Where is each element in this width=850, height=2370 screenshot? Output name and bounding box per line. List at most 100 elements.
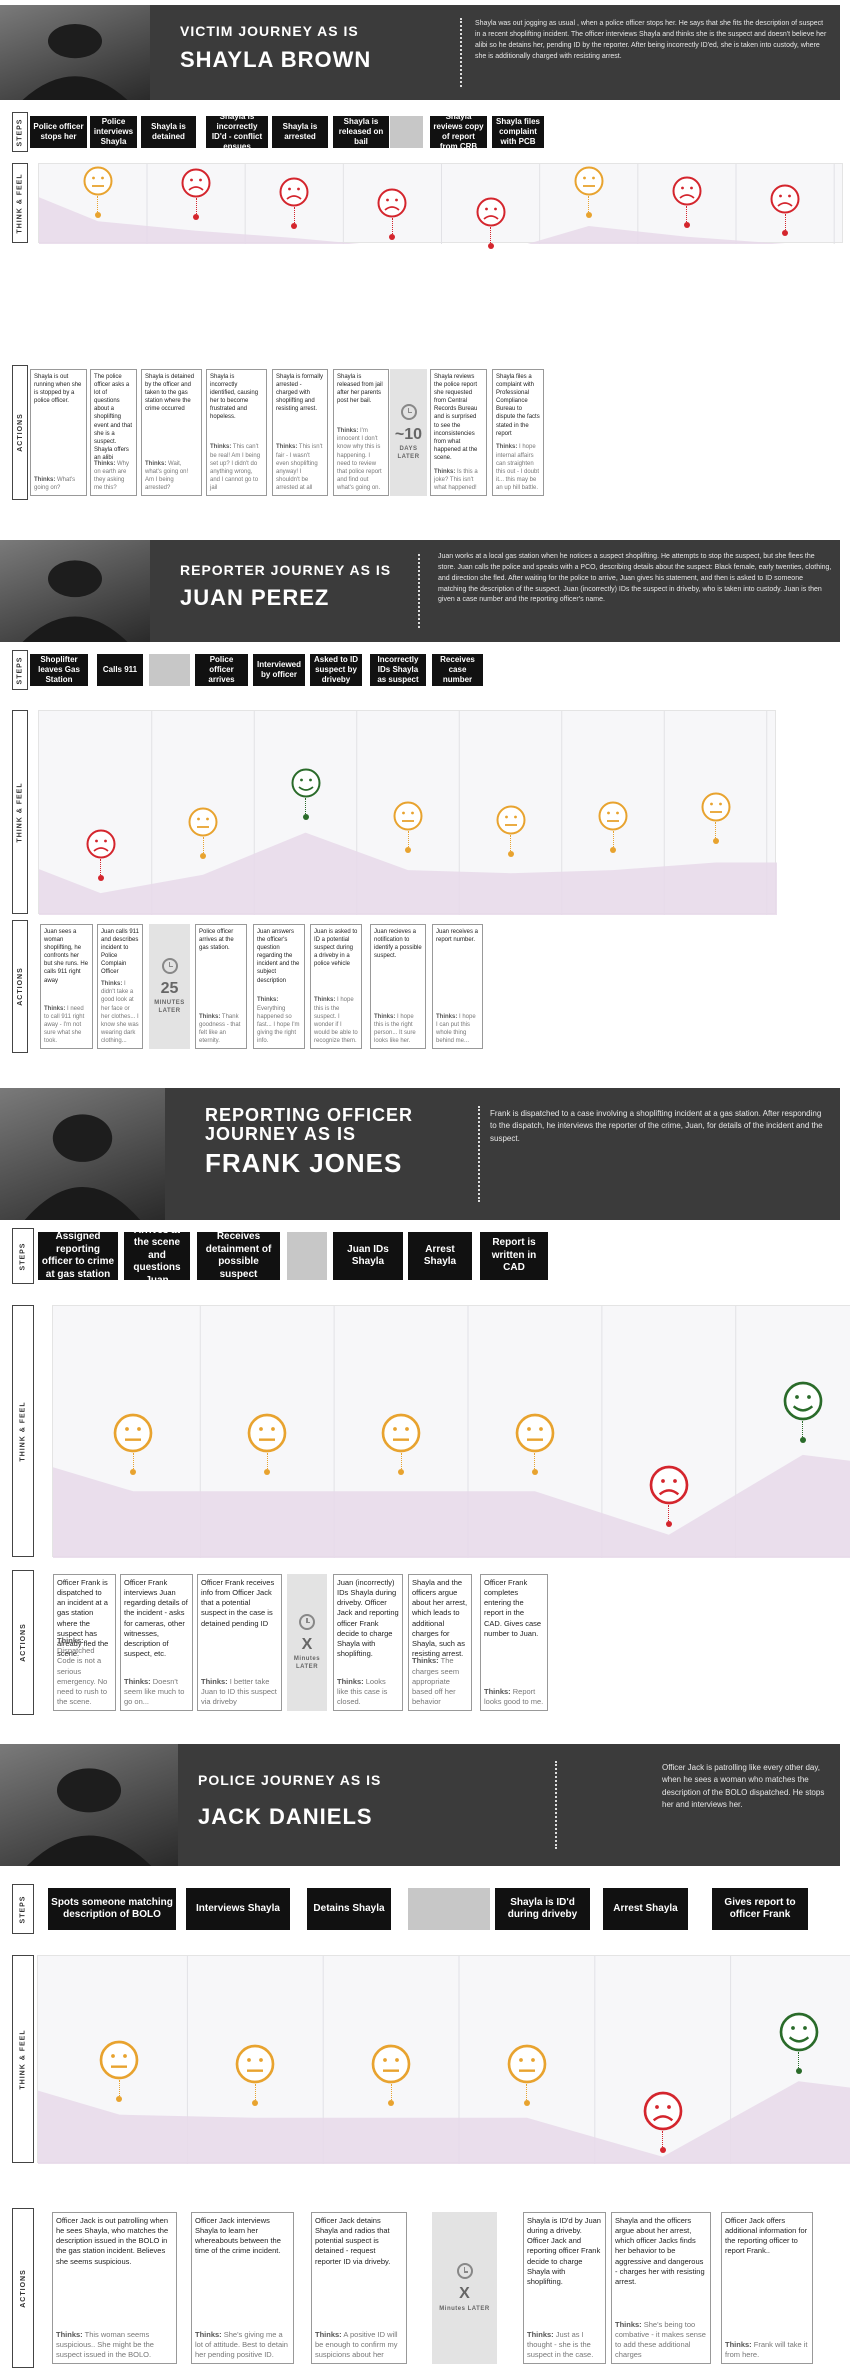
action-card: Shayla is ID'd by Juan during a driveby.… bbox=[523, 2212, 606, 2364]
emotion-marker bbox=[264, 1469, 271, 1476]
emotion-sad-icon bbox=[86, 829, 116, 859]
emotion-marker bbox=[523, 2099, 530, 2106]
action-card: Juan receives a report number.Thinks: I … bbox=[432, 924, 483, 1049]
action-text: Shayla and the officers argue about her … bbox=[412, 1578, 468, 1658]
step-2: Arrives at the scene and questions Juan bbox=[124, 1225, 190, 1286]
emotion-marker bbox=[291, 223, 298, 229]
thinks-text: Is this a joke? This isn't what happened… bbox=[434, 468, 478, 491]
action-card: Shayla is detained by the officer and ta… bbox=[141, 369, 202, 496]
step-placeholder bbox=[149, 654, 190, 686]
step-6: Arrest Shayla bbox=[408, 1232, 472, 1280]
thinks-text: What's going on? bbox=[34, 476, 76, 491]
header-divider bbox=[478, 1106, 480, 1202]
lane-label-text: STEPS bbox=[19, 1242, 27, 1270]
emotion-stem bbox=[132, 1453, 134, 1470]
time-gap-value: X bbox=[459, 2285, 470, 2303]
emotion-stem bbox=[662, 2130, 664, 2147]
thinks-quote: Thinks: Report looks good to me. bbox=[484, 1687, 544, 1707]
lane-label-steps: STEPS bbox=[12, 650, 28, 690]
thinks-text: I hope I can put this whole thing behind… bbox=[436, 1013, 476, 1044]
journey-description: Officer Jack is patrolling like every ot… bbox=[662, 1763, 825, 1810]
emotion-sad-icon bbox=[649, 1465, 689, 1505]
thinks-text: Just as I thought - she is the suspect i… bbox=[527, 2329, 594, 2359]
step-5: Shayla is arrested bbox=[272, 116, 328, 148]
thinks-label: Thinks: bbox=[201, 1676, 228, 1686]
thinks-quote: Thinks: Dispatched Code is not a serious… bbox=[57, 1636, 112, 1707]
thinks-label: Thinks: bbox=[315, 2329, 342, 2339]
thinks-label: Thinks: bbox=[337, 1676, 364, 1686]
emotion-stem bbox=[686, 205, 688, 222]
emotion-stem bbox=[305, 798, 306, 815]
emotion-stem bbox=[802, 1421, 804, 1438]
emotion-neutral-icon bbox=[247, 1413, 287, 1453]
step-5: Juan IDs Shayla bbox=[333, 1232, 403, 1280]
thinks-text: I better take Juan to ID this suspect vi… bbox=[201, 1676, 277, 1706]
emotion-marker bbox=[130, 1469, 137, 1476]
step-5: Shayla is ID'd during driveby bbox=[495, 1888, 590, 1930]
emotion-happy-icon bbox=[291, 768, 321, 798]
journey-description: Frank is dispatched to a case involving … bbox=[490, 1109, 823, 1143]
action-text: Officer Frank receives info from Officer… bbox=[201, 1578, 275, 1628]
action-card: Juan answers the officer's question rega… bbox=[253, 924, 305, 1049]
thinks-label: Thinks: bbox=[484, 1686, 511, 1696]
thinks-text: Thank goodness - that felt like an etern… bbox=[199, 1013, 241, 1044]
step-2: Calls 911 bbox=[97, 654, 143, 686]
lane-label-text: ACTIONS bbox=[16, 413, 24, 452]
emotion-sad-icon bbox=[181, 168, 211, 198]
emotion-happy-icon bbox=[779, 2012, 819, 2052]
thinks-quote: Thinks: Thank goodness - that felt like … bbox=[199, 1013, 243, 1045]
thinks-text: She's being too combative - it makes sen… bbox=[615, 2319, 706, 2359]
lane-label-text: THINK & FEEL bbox=[19, 2028, 27, 2090]
thinks-text: Looks like this case is closed. bbox=[337, 1676, 388, 1706]
emotion-sad-icon bbox=[476, 197, 506, 227]
emotion-marker bbox=[389, 233, 396, 240]
emotion-curve bbox=[38, 1956, 850, 2164]
emotion-sad-icon bbox=[770, 184, 800, 214]
emotion-marker bbox=[683, 221, 690, 228]
action-text: Juan calls 911 and describes incident to… bbox=[101, 929, 139, 976]
thinks-text: I hope internal affairs can straighten t… bbox=[496, 444, 540, 491]
thinks-label: Thinks: bbox=[725, 2339, 752, 2349]
emotion-marker bbox=[799, 1437, 806, 1444]
thinks-quote: Thinks: This isn't fair - I wasn't even … bbox=[276, 443, 324, 492]
action-card: Officer Frank receives info from Officer… bbox=[197, 1574, 282, 1711]
lane-label-text: THINK & FEEL bbox=[16, 172, 24, 234]
emotion-stem bbox=[293, 207, 295, 223]
action-text: Officer Frank completes entering the rep… bbox=[484, 1578, 542, 1638]
step-1: Assigned reporting officer to crime at g… bbox=[38, 1231, 118, 1280]
emotion-neutral-icon bbox=[574, 166, 604, 196]
emotion-marker bbox=[193, 214, 200, 221]
emotion-sad-icon bbox=[279, 177, 309, 207]
emotion-marker bbox=[388, 2099, 395, 2106]
time-gap-unit: MINUTES LATER bbox=[154, 1000, 185, 1015]
lane-label-actions: ACTIONS bbox=[12, 920, 28, 1053]
emotion-marker bbox=[610, 847, 616, 854]
thinks-label: Thinks: bbox=[257, 997, 279, 1004]
emotion-marker bbox=[487, 243, 494, 250]
think-feel-panel bbox=[52, 1305, 850, 1558]
action-card: Officer Frank is dispatched to an incide… bbox=[53, 1574, 116, 1711]
action-card: Officer Frank completes entering the rep… bbox=[480, 1574, 548, 1711]
step-6: Shayla is released on bail bbox=[333, 116, 389, 148]
emotion-stem bbox=[798, 2051, 800, 2068]
thinks-label: Thinks: bbox=[434, 468, 456, 475]
thinks-label: Thinks: bbox=[44, 1005, 66, 1012]
emotion-stem bbox=[254, 2083, 256, 2100]
thinks-label: Thinks: bbox=[124, 1676, 151, 1686]
thinks-quote: Thinks: I hope this is the right person.… bbox=[374, 1013, 422, 1045]
action-text: Juan (incorrectly) IDs Shayla during dri… bbox=[337, 1578, 399, 1658]
action-card: Shayla is incorrectly identified, causin… bbox=[206, 369, 267, 496]
action-text: Shayla and the officers argue about her … bbox=[615, 2216, 705, 2286]
thinks-text: I didn't take a good look at her face or… bbox=[101, 981, 139, 1044]
thinks-quote: Thinks: A positive ID will be enough to … bbox=[315, 2330, 403, 2360]
thinks-quote: Thinks: She's giving me a lot of attitud… bbox=[195, 2330, 290, 2360]
time-gap-value: ~10 bbox=[394, 425, 423, 443]
persona-name: FRANK JONES bbox=[205, 1148, 403, 1178]
thinks-text: Frank will take it from here. bbox=[725, 2339, 808, 2359]
action-card: Shayla and the officers argue about her … bbox=[408, 1574, 472, 1711]
clock-icon bbox=[400, 403, 417, 420]
thinks-text: I hope this is the suspect. I wonder if … bbox=[314, 997, 358, 1044]
emotion-marker bbox=[795, 2067, 802, 2074]
